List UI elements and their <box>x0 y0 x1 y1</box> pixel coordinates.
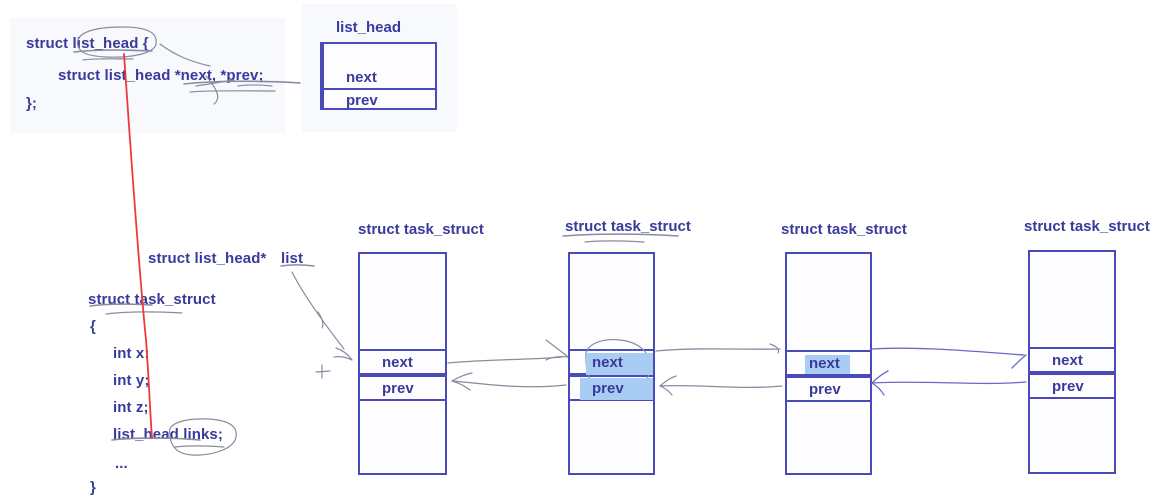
arrow-n4prev-to-n3 <box>871 381 1027 385</box>
arrow-n1next-to-n2-head-b <box>545 356 569 361</box>
node-2-prev-label: prev <box>809 380 841 398</box>
taskstruct-code-line-2: int x; <box>113 345 150 362</box>
arrow-midtick <box>317 311 324 329</box>
node-1-next-label: next <box>592 353 623 371</box>
arrow-n3prev-to-n2-head-a <box>659 375 677 387</box>
arrow-n3next-to-n4 <box>871 347 1025 356</box>
underline-node2-title-2 <box>584 240 645 243</box>
underline-list_head-2 <box>82 58 134 61</box>
arrow-n2next-to-n3-head <box>769 343 780 354</box>
listhead-code-line-0: struct list_head { <box>26 35 149 52</box>
taskstruct-code-line-0: struct task_struct <box>88 291 216 308</box>
node-0-cell-prev: prev <box>358 375 447 401</box>
node-2-next-highlight <box>805 355 850 374</box>
arrow-n1next-to-n2-head-a <box>545 339 569 358</box>
node-0-prev-label: prev <box>382 379 414 397</box>
arrow-n2prev-to-n1 <box>451 380 567 388</box>
node-0-next-label: next <box>382 353 413 371</box>
node-1-cell-next: next <box>568 349 655 375</box>
arrow-n3prev-to-n2 <box>659 384 783 389</box>
tick-left-of-node1-bar <box>315 370 331 373</box>
node-title-2: struct task_struct <box>781 221 907 238</box>
listhead-box: next prev <box>320 42 437 110</box>
listhead-code-line-1: struct list_head *next, *prev; <box>58 67 264 84</box>
node-title-0: struct task_struct <box>358 221 484 238</box>
underline-next <box>189 90 276 93</box>
arrow-n2prev-to-n1-head-b <box>451 380 471 391</box>
node-3-cell-prev: prev <box>1028 373 1116 399</box>
arrow-n4prev-to-n3-head-b <box>871 382 885 396</box>
taskstruct-code-line-6: ... <box>115 455 128 472</box>
node-2-next-label: next <box>809 354 840 372</box>
arrow-n3next-to-n4-head <box>1011 354 1027 369</box>
taskstruct-code-line-4: int z; <box>113 399 149 416</box>
brace-curve <box>159 43 211 67</box>
arrow-list-to-node1-head-a <box>335 347 353 361</box>
arrow-n4prev-to-n3-head-a <box>871 370 889 384</box>
node-3-next-label: next <box>1052 351 1083 369</box>
listhead-prev-label: prev <box>346 91 378 109</box>
listhead-code-line-2: }; <box>26 95 38 112</box>
arrow-n2prev-to-n1-head-a <box>451 372 473 382</box>
taskstruct-code-line-3: int y; <box>113 372 150 389</box>
taskstruct-code-line-7: } <box>90 479 96 496</box>
node-0-cell-next: next <box>358 349 447 375</box>
listhead-next-label: next <box>346 68 377 86</box>
listhead-cell-prev: prev <box>324 88 437 110</box>
node-title-1: struct task_struct <box>565 218 691 235</box>
node-3-cell-next: next <box>1028 347 1116 373</box>
underline-links <box>174 445 225 448</box>
taskstruct-code-line-1: { <box>90 318 96 335</box>
underline-task_struct <box>105 311 183 315</box>
pointer-variable-label: list <box>281 250 304 267</box>
pointer-type-label: struct list_head* <box>148 250 267 267</box>
arrow-n3prev-to-n2-head-b <box>659 385 673 396</box>
node-1-prev-label: prev <box>592 379 624 397</box>
node-2-cell-next: next <box>785 350 872 376</box>
taskstruct-code-line-5: list_head links; <box>113 426 223 443</box>
listhead-cell-next: next <box>324 66 437 88</box>
underline-prev <box>237 84 273 87</box>
node-title-3: struct task_struct <box>1024 218 1150 235</box>
arrow-n2next-to-n3 <box>655 348 781 352</box>
listhead-box-title: list_head <box>336 19 402 36</box>
arrow-n1next-to-n2 <box>447 356 563 364</box>
arrow-list-to-node1-head-b <box>333 356 353 361</box>
node-1-cell-prev: prev <box>568 375 655 401</box>
node-2-cell-prev: prev <box>785 376 872 402</box>
node-3-prev-label: prev <box>1052 377 1084 395</box>
arrow-list-to-node1 <box>291 271 345 350</box>
